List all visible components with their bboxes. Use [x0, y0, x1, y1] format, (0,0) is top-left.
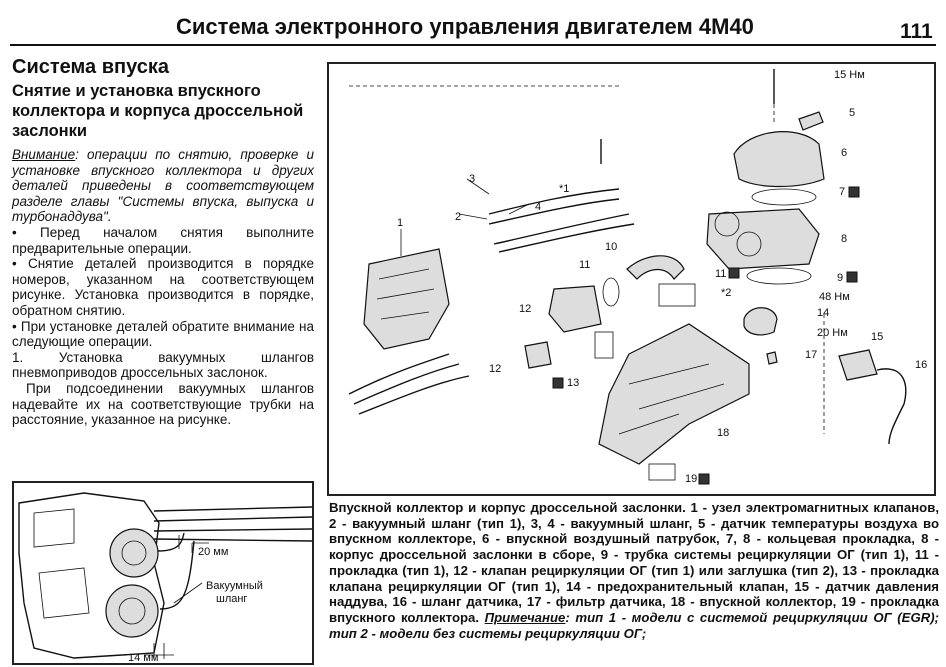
intake-manifold-figure: 1 3 2 4 *1 15 Нм 5 6 7 8 9 10 [327, 62, 936, 496]
callout-15: 15 [871, 331, 883, 343]
part-1-details [376, 268, 435, 320]
section-subtitle: Снятие и установка впускного коллектора … [12, 82, 304, 140]
part-8-throttle-body [706, 208, 820, 270]
step-1: 1. Установка вакуумных шлангов пневмопри… [12, 349, 314, 381]
upper-actuator-inner [121, 540, 147, 566]
callout-5: 5 [849, 107, 855, 119]
callout-2: 2 [455, 211, 461, 223]
page-header-title: Система электронного управления двигател… [176, 14, 754, 39]
part-7-o-ring [751, 188, 817, 206]
parts-2-3-4-vacuum-hoses [488, 188, 635, 253]
callout-8: 8 [841, 233, 847, 245]
part-10-egr-pipe [626, 255, 685, 280]
callout-4: 4 [535, 201, 541, 213]
part-9-gasket [746, 267, 812, 285]
new-part-mark-19 [698, 473, 710, 485]
callout-14: 14 [817, 307, 829, 319]
part-18-intake-manifold [598, 323, 750, 465]
caption-note-label: Примечание [484, 609, 566, 625]
new-part-mark-9 [846, 271, 858, 283]
figure-caption: Впускной коллектор и корпус дроссельной … [329, 500, 939, 641]
leaders-2-3-4 [458, 178, 530, 220]
part-12-plug [524, 341, 552, 369]
part-17-sensor-filter [766, 351, 778, 365]
label-20mm: 20 мм [198, 546, 228, 558]
part-11-gasket-b [658, 283, 696, 307]
part-16-sensor-hose [876, 368, 907, 445]
manifold-ports [618, 363, 725, 435]
dimension-ticks [153, 535, 193, 659]
part-1-hoses [348, 353, 470, 415]
part-14-relief-valve [743, 307, 778, 336]
callout-11b: 11 [715, 268, 726, 280]
page-number: 111 [900, 20, 933, 43]
dashed-reference-lines [349, 85, 825, 434]
vacuum-hose-lines [157, 532, 195, 610]
label-14mm: 14 мм [128, 652, 158, 663]
callout-3: 3 [469, 173, 475, 185]
callout-7: 7 [839, 186, 845, 198]
part-19-gasket [648, 463, 676, 481]
callout-10: 10 [605, 241, 617, 253]
callout-13: 13 [567, 377, 579, 389]
callout-9: 9 [837, 272, 843, 284]
bullet-1: Перед началом снятия выполните предварит… [12, 225, 314, 256]
attention-note: Внимание: операции по снятию, проверке и… [12, 147, 314, 225]
new-part-mark-7 [848, 186, 860, 198]
attention-text: : операции по снятию, проверке и установ… [12, 147, 314, 225]
part-12-egr-valve [548, 285, 602, 333]
lower-actuator-inner [118, 597, 146, 625]
part-15-boost-sensor [838, 349, 878, 381]
attention-label: Внимание [12, 147, 76, 162]
torque-15nm: 15 Нм [834, 69, 865, 81]
callout-19: 19 [685, 473, 697, 485]
part-11-gasket-a [602, 277, 620, 307]
new-part-mark-13 [552, 377, 564, 389]
bullet-3: При установке деталей обратите внимание … [12, 319, 314, 350]
bullet-2: Снятие деталей производится в порядке но… [12, 256, 314, 318]
left-column: Система впуска Снятие и установка впускн… [12, 56, 314, 428]
part-5-temp-sensor [798, 111, 824, 131]
part-13-gasket [594, 331, 614, 359]
new-part-mark-11 [728, 267, 740, 279]
callout-18: 18 [717, 427, 729, 439]
star-1: *1 [559, 183, 569, 195]
caption-note-text: : тип 1 - модели с системой рециркуляции… [329, 609, 940, 641]
callout-17: 17 [805, 349, 817, 361]
throttle-actuator-b [736, 231, 762, 257]
caption-text: Впускной коллектор и корпус дроссельной … [329, 500, 939, 625]
body-text: Внимание: операции по снятию, проверке и… [12, 147, 314, 428]
lower-actuator [105, 584, 159, 638]
section-title: Система впуска [12, 56, 169, 78]
callout-11a: 11 [579, 259, 590, 271]
callout-6: 6 [841, 147, 847, 159]
callout-12b: 12 [489, 363, 501, 375]
label-vacuum-hose-2: шланг [216, 593, 247, 605]
step-1-detail: При подсоединении вакуумных шлангов наде… [12, 380, 314, 428]
vacuum-hose-drawing: 20 мм Вакуумный шланг 14 мм [18, 492, 312, 663]
intake-manifold-drawing: 1 3 2 4 *1 15 Нм 5 6 7 8 9 10 [348, 69, 927, 485]
vacuum-pipes [153, 506, 312, 542]
leader-lines [173, 542, 209, 604]
callout-16: 16 [915, 359, 927, 371]
engine-body-outline [18, 492, 165, 659]
part-6-air-pipe [733, 131, 825, 188]
part-1-solenoid-assembly [363, 248, 450, 350]
upper-actuator [109, 528, 159, 578]
callout-12a: 12 [519, 303, 531, 315]
header-rule [10, 44, 936, 46]
engine-detail-lines [33, 508, 90, 619]
vacuum-hose-figure: 20 мм Вакуумный шланг 14 мм [12, 481, 314, 665]
star-2: *2 [721, 287, 731, 299]
throttle-actuator-a [714, 211, 740, 237]
label-vacuum-hose-1: Вакуумный [206, 580, 263, 592]
torque-48nm: 48 Нм [819, 291, 850, 303]
torque-20nm: 20 Нм [817, 327, 848, 339]
callout-1: 1 [397, 217, 403, 229]
